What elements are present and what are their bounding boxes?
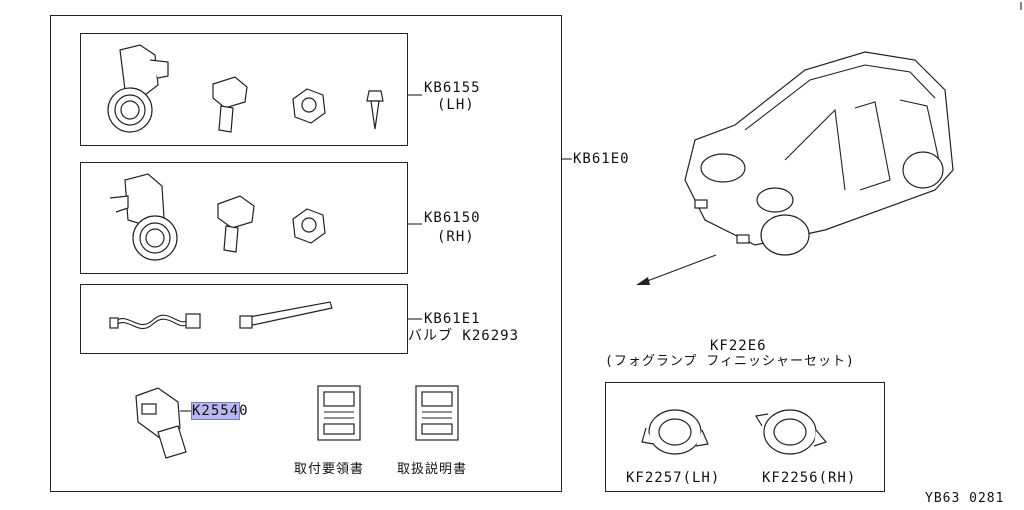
kit-lh-code: KB6155: [424, 80, 481, 96]
finisher-lh-code: KF2257(LH): [626, 470, 721, 486]
finisher-lh-icon: [641, 409, 709, 455]
install-manual-icon: [317, 385, 361, 441]
switch-part-number: K25540: [190, 402, 249, 420]
main-kit-frame: [50, 15, 562, 492]
nut-rh-icon: [292, 208, 326, 244]
install-manual-label: 取付要領書: [294, 462, 365, 477]
figure-id: YB63 0281: [925, 491, 1005, 506]
finisher-description: (フォグランプ フィニッシャーセット): [605, 354, 855, 369]
fog-lamp-lh-icon: [107, 44, 169, 133]
kit-main-code: KB61E0: [573, 151, 630, 167]
operation-manual-label: 取扱説明書: [397, 462, 468, 477]
finisher-rh-icon: [755, 409, 828, 455]
fog-lamp-rh-icon: [109, 173, 178, 261]
wiring-harness-icon: [109, 313, 201, 330]
cable-tie-icon: [239, 301, 333, 329]
kit-rh-code: KB6150: [424, 210, 481, 226]
rh-kit-frame: [80, 162, 408, 274]
kit-wiring-code: KB61E1: [424, 311, 481, 327]
switch-part-suffix: 0: [239, 403, 249, 419]
car-illustration: [684, 51, 954, 256]
operation-manual-icon: [415, 385, 459, 441]
lh-kit-frame: [80, 33, 408, 146]
bulb-socket-lh-icon: [212, 76, 248, 133]
switch-part-highlight[interactable]: K2554: [190, 402, 241, 420]
clip-lh-icon: [366, 90, 384, 130]
kit-rh-side: (RH): [437, 229, 475, 245]
wiring-kit-frame: [80, 284, 408, 354]
finisher-code: KF22E6: [710, 338, 767, 354]
finisher-frame: [605, 382, 885, 492]
finisher-rh-code: KF2256(RH): [762, 470, 857, 486]
bulb-note: バルブ K26293: [408, 328, 520, 344]
fog-switch-icon: [135, 387, 187, 459]
kit-lh-side: (LH): [437, 97, 475, 113]
nut-lh-icon: [292, 88, 326, 124]
bulb-socket-rh-icon: [217, 195, 255, 253]
